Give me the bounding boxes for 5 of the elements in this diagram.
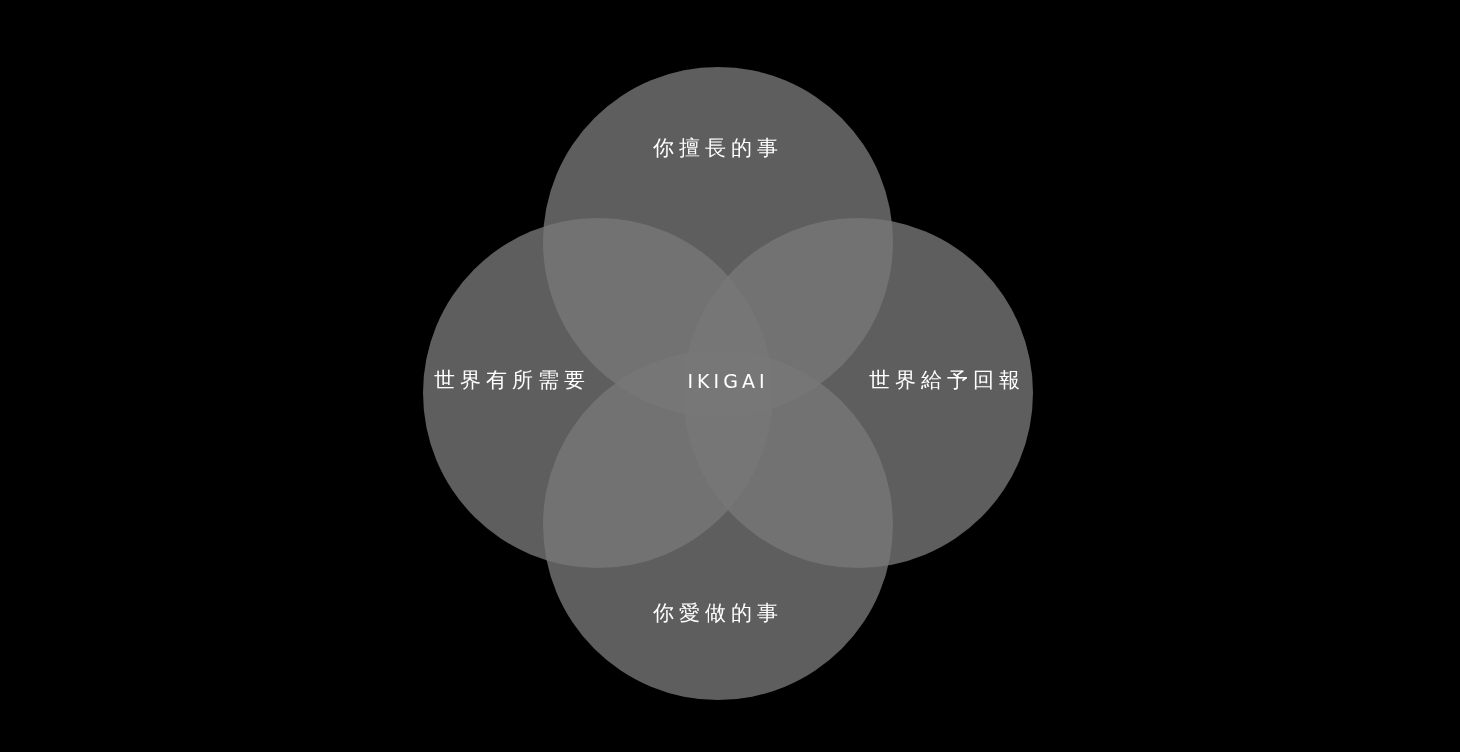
circle-label: 你愛做的事 — [653, 600, 783, 627]
circle-label: 世界給予回報 — [869, 367, 1025, 394]
circle-label: 你擅長的事 — [653, 135, 783, 162]
circle-label: 世界有所需要 — [434, 367, 590, 394]
center-label: IKIGAI — [687, 370, 769, 392]
